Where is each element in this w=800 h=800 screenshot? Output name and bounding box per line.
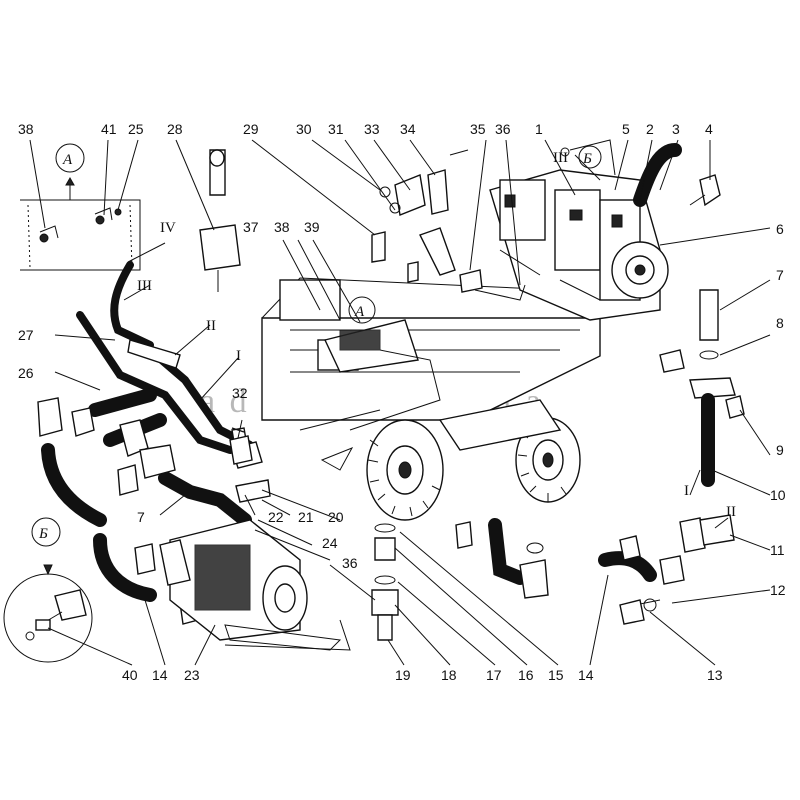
callout-28: 28 xyxy=(167,121,183,137)
callout-8: 8 xyxy=(776,315,784,331)
truck-body xyxy=(261,317,601,421)
section-marks: III Б IV III II I I II xyxy=(137,145,736,520)
callout-26: 26 xyxy=(18,365,34,381)
callout-17: 17 xyxy=(486,667,502,683)
callout-35: 35 xyxy=(470,121,486,137)
hydraulic-motor-23 xyxy=(159,519,342,651)
callout-41: 41 xyxy=(101,121,117,137)
callout-36-top: 36 xyxy=(495,121,511,137)
callout-40: 40 xyxy=(122,667,138,683)
callout-36-bottom: 36 xyxy=(342,555,358,571)
callout-6: 6 xyxy=(776,221,784,237)
callout-4: 4 xyxy=(705,121,713,137)
callout-25: 25 xyxy=(128,121,144,137)
callout-7-right: 7 xyxy=(776,267,784,283)
callout-11: 11 xyxy=(770,542,785,558)
callout-29: 29 xyxy=(243,121,259,137)
callout-7-left: 7 xyxy=(137,509,145,525)
view-a-marker-center: А xyxy=(354,304,365,320)
callout-37: 37 xyxy=(243,219,259,235)
fittings-15-19 xyxy=(329,523,399,641)
callout-23: 23 xyxy=(184,667,200,683)
section-iv-left: IV xyxy=(160,220,176,236)
callout-27: 27 xyxy=(18,327,34,343)
callout-14-left: 14 xyxy=(152,667,168,683)
callout-31: 31 xyxy=(328,121,344,137)
callout-3: 3 xyxy=(672,121,680,137)
top-middle-parts: А xyxy=(199,149,526,465)
view-b-marker-top: Б xyxy=(582,151,592,167)
callout-21: 21 xyxy=(298,509,314,525)
view-arrow xyxy=(320,447,354,471)
right-lower-assembly xyxy=(455,289,745,625)
callout-labels: 38 41 25 28 29 30 31 33 34 35 36 1 5 2 3… xyxy=(18,121,786,683)
view-b-inset: Б xyxy=(3,517,93,663)
callout-39: 39 xyxy=(304,219,320,235)
callout-19: 19 xyxy=(395,667,411,683)
truck-cab xyxy=(279,279,341,321)
dump-truck-illustration xyxy=(261,277,601,521)
callout-18: 18 xyxy=(441,667,457,683)
callout-10: 10 xyxy=(770,487,786,503)
section-ii-top: II xyxy=(206,318,216,334)
callout-32: 32 xyxy=(232,385,248,401)
callout-15: 15 xyxy=(548,667,564,683)
callout-1: 1 xyxy=(535,121,543,137)
section-i-top: I xyxy=(236,348,241,364)
callout-5: 5 xyxy=(622,121,630,137)
callout-16: 16 xyxy=(518,667,534,683)
section-ii-right: II xyxy=(726,504,736,520)
callout-38-middle: 38 xyxy=(274,219,290,235)
leader-lines xyxy=(29,139,771,666)
callout-30: 30 xyxy=(296,121,312,137)
pump-block-assembly xyxy=(489,139,721,321)
callout-13: 13 xyxy=(707,667,723,683)
callout-33: 33 xyxy=(364,121,380,137)
callout-14-right: 14 xyxy=(578,667,594,683)
view-a-label: А xyxy=(62,152,73,168)
view-a-inset: А xyxy=(20,143,141,271)
view-b-label: Б xyxy=(38,526,48,542)
section-i-right: I xyxy=(684,483,689,499)
callout-24: 24 xyxy=(322,535,338,551)
callout-38: 38 xyxy=(18,121,34,137)
callout-20: 20 xyxy=(328,509,344,525)
callout-2: 2 xyxy=(646,121,654,137)
section-iii-b: III xyxy=(553,150,568,166)
section-iii-left: III xyxy=(137,278,152,294)
callout-34: 34 xyxy=(400,121,416,137)
callout-9: 9 xyxy=(776,442,784,458)
callout-12: 12 xyxy=(770,582,786,598)
callout-22: 22 xyxy=(268,509,284,525)
